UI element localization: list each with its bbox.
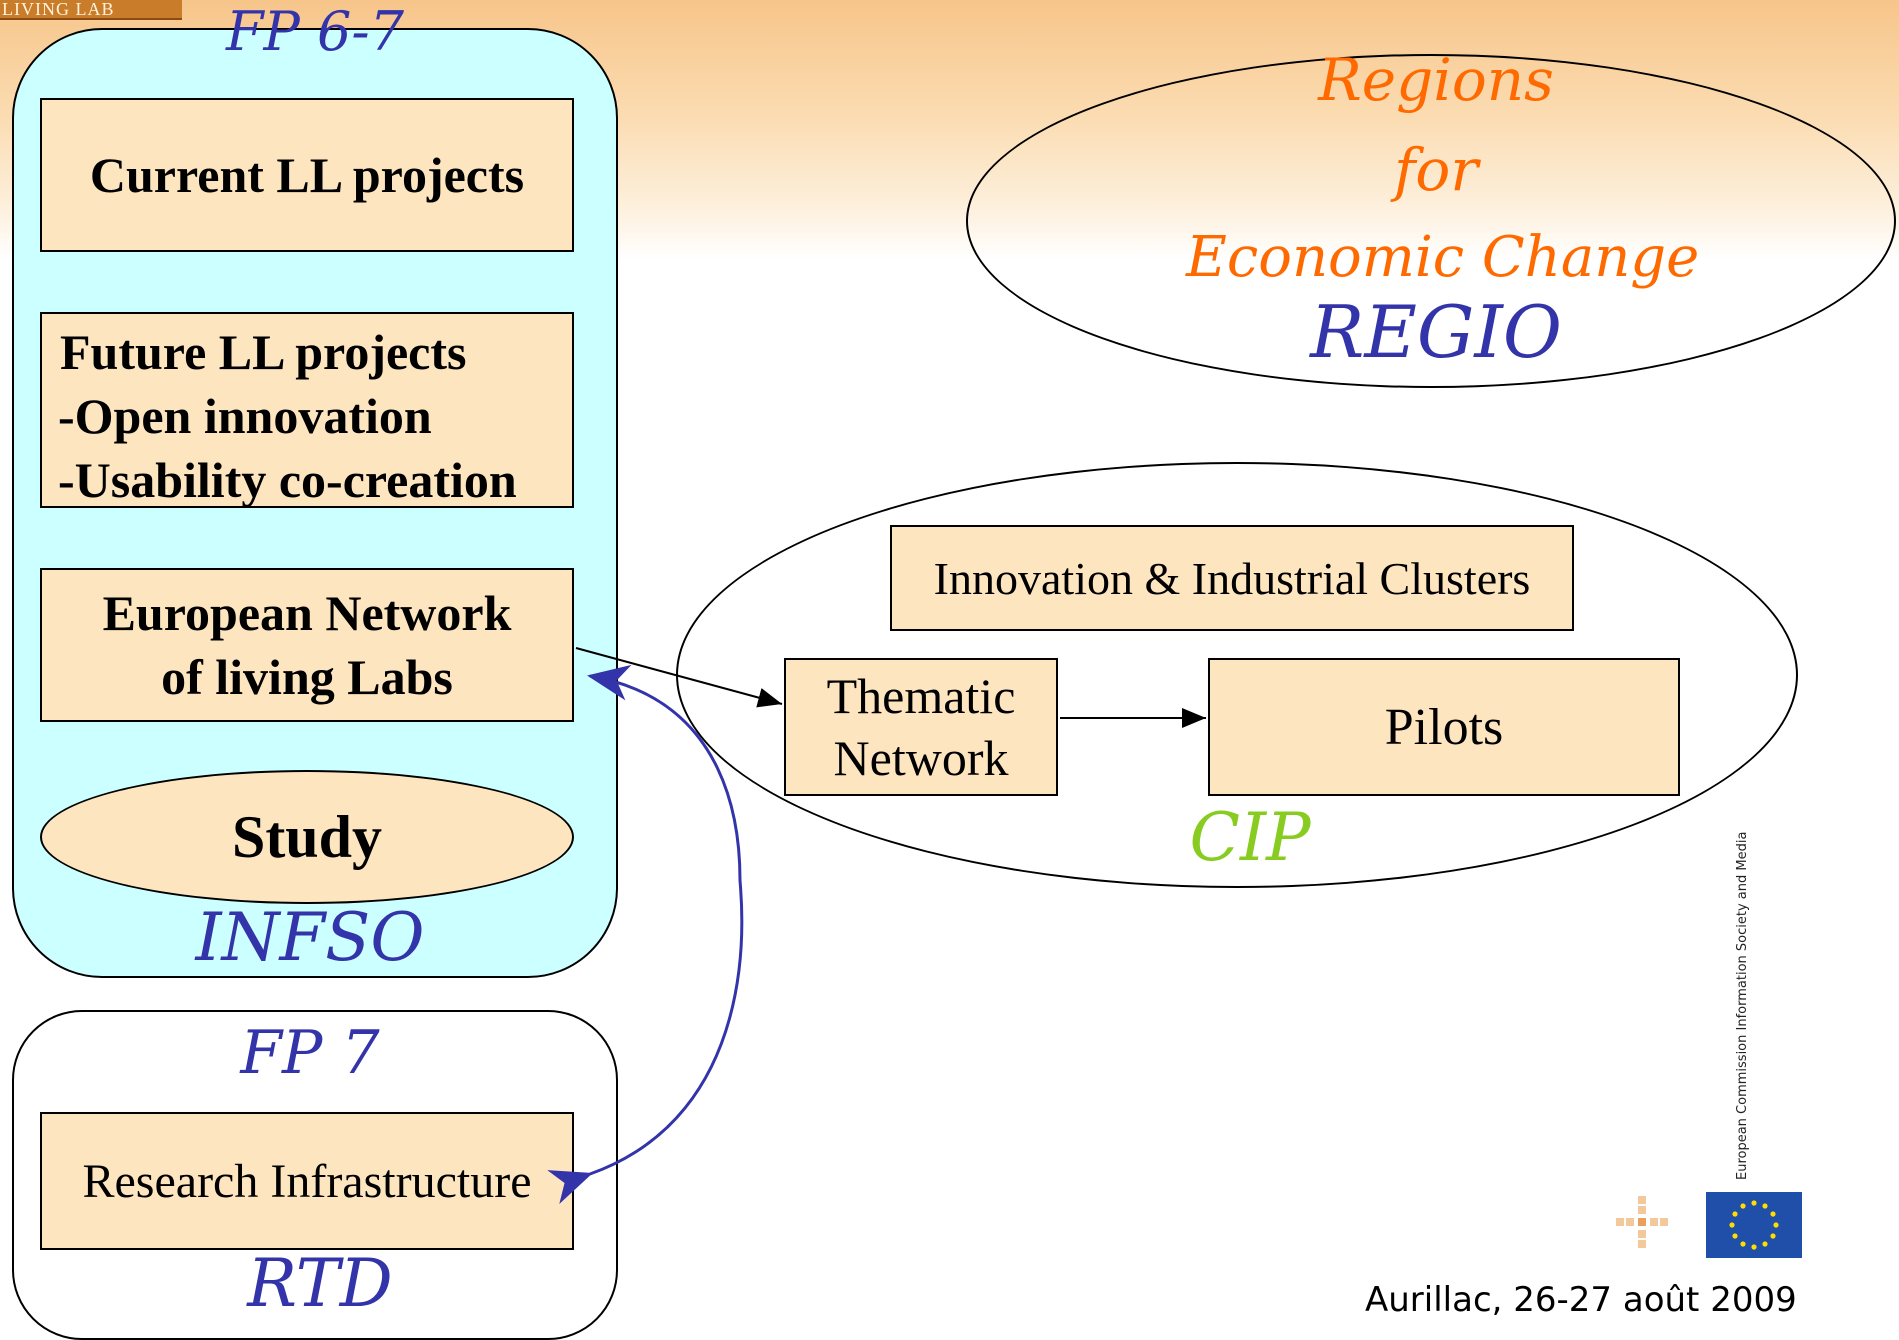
fp67-label: FP 6-7 — [226, 0, 404, 63]
thematic-network-line2: Network — [833, 730, 1009, 786]
ec-line1: European Commission — [1735, 1034, 1750, 1180]
ec-logo-dots-icon — [1616, 1196, 1668, 1248]
future-ll-projects-box: Future LL projects -Open innovation -Usa… — [40, 312, 574, 508]
regio-ellipse — [966, 54, 1896, 388]
thematic-network-line1: Thematic — [826, 668, 1016, 724]
future-ll-projects-title: Future LL projects — [60, 324, 467, 380]
innovation-clusters-box: Innovation & Industrial Clusters — [890, 525, 1574, 631]
ec-line2: Information Society and Media — [1735, 831, 1750, 1031]
european-network-box: European Network of living Labs — [40, 568, 574, 722]
european-network-line2: of living Labs — [161, 649, 453, 705]
current-ll-projects-label: Current LL projects — [89, 147, 525, 203]
thematic-network-box: Thematic Network — [784, 658, 1058, 796]
ec-vertical-text: European Commission Information Society … — [1735, 832, 1765, 1180]
regio-label: REGIO — [1310, 290, 1562, 374]
regio-line3: Economic Change — [1186, 225, 1700, 290]
regio-line2: for — [1393, 136, 1479, 204]
current-ll-projects-box: Current LL projects — [40, 98, 574, 252]
eu-flag-icon — [1706, 1192, 1802, 1258]
fp7-label: FP 7 — [240, 1018, 380, 1088]
rtd-label: RTD — [247, 1245, 393, 1322]
future-item-usability: -Usability co-creation — [58, 452, 517, 508]
arrow-network-research-bidirectional — [547, 664, 744, 1205]
innovation-clusters-label: Innovation & Industrial Clusters — [933, 552, 1531, 604]
infso-label: INFSO — [195, 899, 425, 976]
footer-location-date: Aurillac, 26-27 août 2009 — [1365, 1280, 1797, 1320]
future-item-open-innovation: -Open innovation — [58, 388, 432, 444]
pilots-label: Pilots — [1384, 698, 1504, 756]
research-infrastructure-label: Research Infrastructure — [82, 1154, 532, 1208]
arrow-network-to-thematic — [575, 647, 783, 708]
research-infrastructure-box: Research Infrastructure — [40, 1112, 574, 1250]
cip-label: CIP — [1189, 799, 1311, 876]
study-label: Study — [231, 803, 383, 870]
living-lab-logo: LIVING LAB — [0, 0, 182, 20]
regio-line1: Regions — [1318, 46, 1554, 114]
study-ellipse: Study — [40, 770, 574, 904]
pilots-box: Pilots — [1208, 658, 1680, 796]
european-network-line1: European Network — [102, 585, 512, 641]
